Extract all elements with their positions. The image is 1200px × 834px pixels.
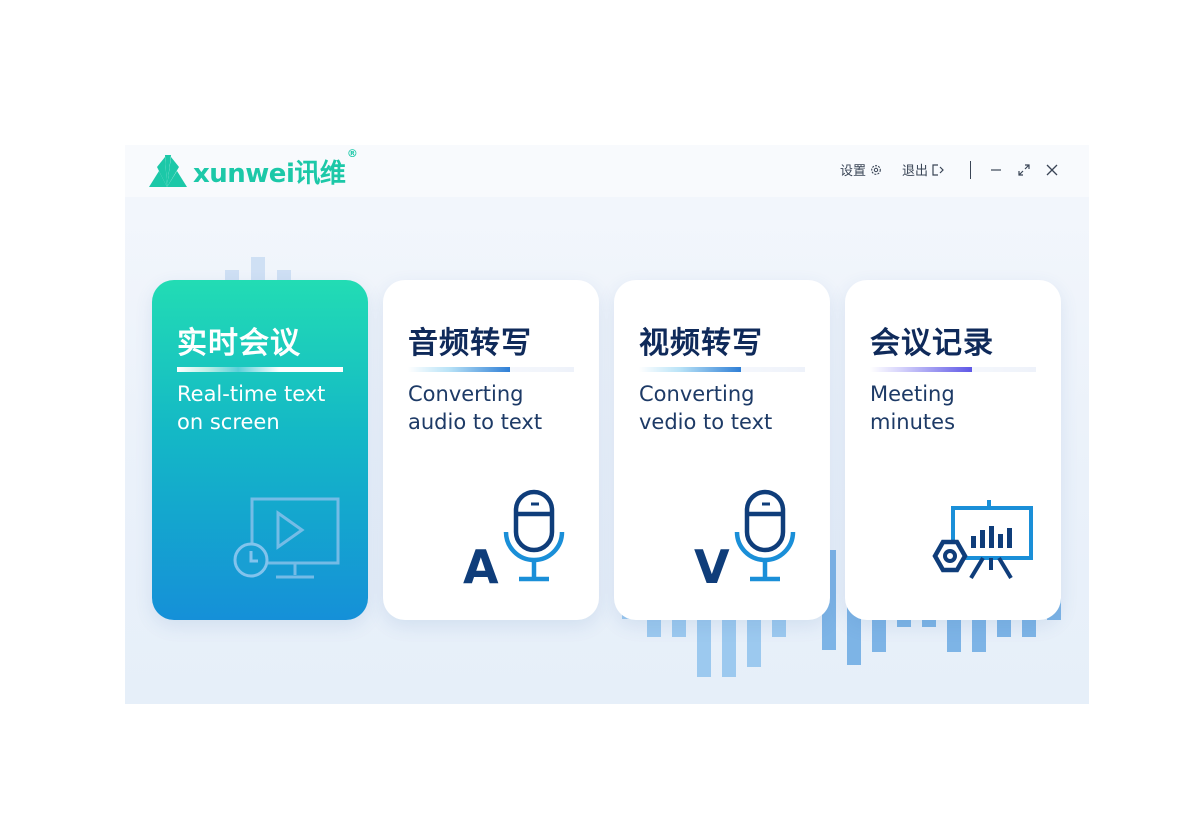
microphone-icon: A bbox=[463, 489, 565, 588]
titlebar-actions: 设置 退出 bbox=[840, 160, 1059, 179]
titlebar-divider bbox=[970, 160, 971, 179]
card-meeting-minutes[interactable]: 会议记录 Meeting minutes bbox=[845, 280, 1061, 620]
card-title: 会议记录 bbox=[870, 326, 994, 361]
card-subtitle: Converting audio to text bbox=[408, 382, 543, 434]
card-subtitle: Real-time text on screen bbox=[177, 382, 326, 434]
app-window: xunwei讯维 ® 设置 退出 bbox=[125, 145, 1089, 704]
card-underline bbox=[639, 367, 805, 372]
gear-icon bbox=[871, 164, 881, 175]
microphone-icon: V bbox=[694, 489, 796, 588]
card-audio-transcription[interactable]: 音频转写 Converting audio to text A bbox=[383, 280, 599, 620]
settings-button[interactable]: 设置 bbox=[840, 160, 882, 179]
svg-text:A: A bbox=[463, 540, 499, 588]
minimize-icon[interactable] bbox=[989, 163, 1003, 177]
presentation-board-icon bbox=[932, 500, 1033, 580]
card-title: 实时会议 bbox=[177, 326, 301, 361]
card-title: 视频转写 bbox=[639, 326, 763, 361]
logout-button[interactable]: 退出 bbox=[902, 160, 946, 179]
logout-label: 退出 bbox=[901, 164, 928, 179]
brand-fan-icon bbox=[149, 155, 187, 187]
card-video-transcription[interactable]: 视频转写 Converting vedio to text V bbox=[614, 280, 830, 620]
registered-mark: ® bbox=[346, 146, 358, 160]
close-icon[interactable] bbox=[1045, 163, 1059, 177]
card-underline bbox=[870, 367, 1036, 372]
svg-text:V: V bbox=[694, 540, 730, 588]
title-bar: xunwei讯维 ® 设置 退出 bbox=[125, 145, 1089, 197]
card-underline bbox=[177, 367, 343, 372]
card-realtime-meeting[interactable]: 实时会议 Real-time text on screen bbox=[152, 280, 368, 620]
brand-logo: xunwei讯维 ® bbox=[145, 146, 358, 191]
card-title: 音频转写 bbox=[408, 326, 532, 361]
screen-play-clock-icon bbox=[233, 497, 340, 579]
card-underline bbox=[408, 367, 574, 372]
card-subtitle: Converting vedio to text bbox=[639, 382, 773, 434]
brand-name: xunwei讯维 ® bbox=[193, 146, 358, 189]
logout-icon bbox=[932, 163, 944, 176]
maximize-icon[interactable] bbox=[1017, 163, 1031, 177]
card-subtitle: Meeting minutes bbox=[870, 382, 956, 434]
settings-label: 设置 bbox=[839, 164, 866, 179]
